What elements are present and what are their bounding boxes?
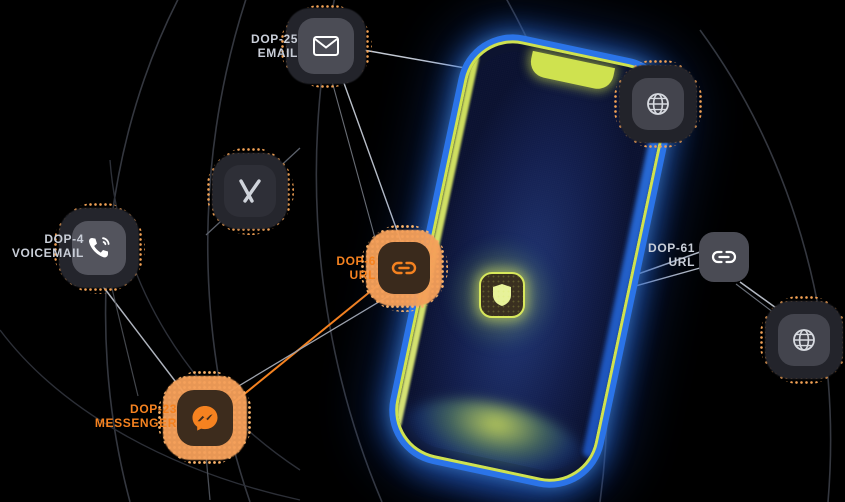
node-url-center-label: DOP-6 URL <box>336 254 376 282</box>
node-globe-tr-chip[interactable] <box>632 78 684 130</box>
node-x-chip[interactable] <box>224 165 276 217</box>
node-messenger-chip[interactable] <box>177 390 233 446</box>
phone-ring-icon <box>89 237 110 258</box>
node-globe-br-chip[interactable] <box>778 314 830 366</box>
shield-node[interactable] <box>445 238 559 352</box>
globe-icon <box>793 329 815 351</box>
node-voicemail-chip[interactable] <box>72 221 126 275</box>
link-email-url <box>339 71 405 251</box>
link-icon <box>711 250 737 264</box>
shield-texture <box>481 274 523 316</box>
link-icon <box>391 261 417 275</box>
node-url-right-label: DOP-61 URL <box>648 241 695 269</box>
link-messenger-url-active <box>231 281 383 405</box>
globe-icon <box>647 93 669 115</box>
shield-icon <box>493 284 511 306</box>
link-voicemail-down <box>107 271 139 397</box>
messenger-icon <box>192 406 218 431</box>
node-url-center-chip[interactable] <box>378 242 430 294</box>
shield-chip <box>479 272 525 318</box>
node-voicemail-label: DOP-4 VOICEMAIL <box>11 232 84 260</box>
node-email-chip[interactable] <box>298 18 354 74</box>
node-url-right-chip[interactable] <box>699 232 749 282</box>
x-icon <box>239 179 261 203</box>
node-messenger-label: DOP-23 MESSENGER <box>94 402 177 430</box>
node-email-label: DOP-25 EMAIL <box>251 32 298 60</box>
envelope-icon <box>313 36 339 56</box>
